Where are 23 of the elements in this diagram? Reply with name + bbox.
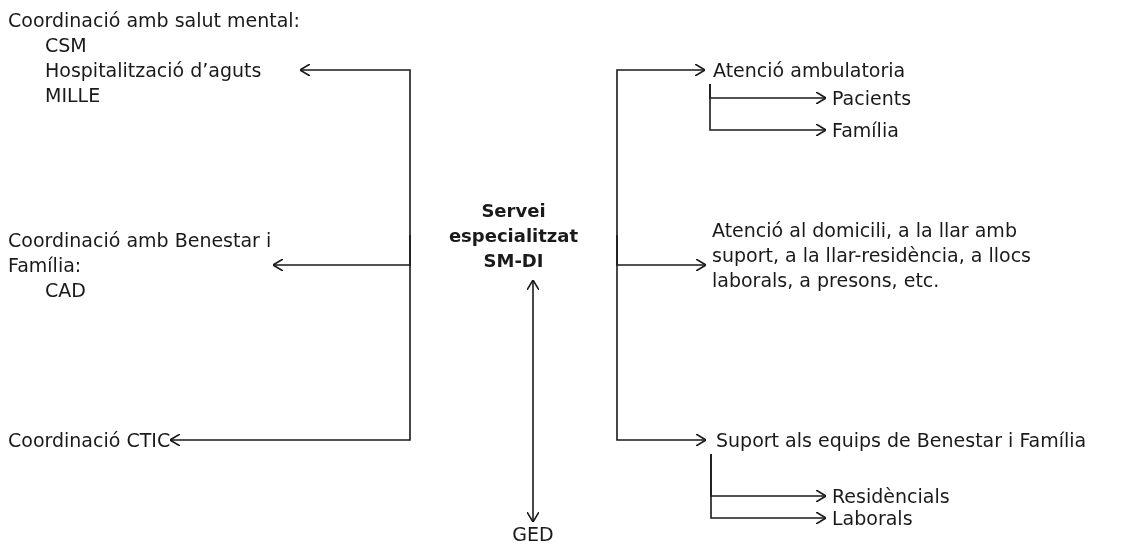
node-text: Servei especialitzat SM-DI — [447, 199, 580, 273]
arrow — [616, 63, 706, 236]
arrow — [710, 453, 827, 525]
node-text: Hospitalització d’aguts — [44, 58, 263, 83]
arrow — [169, 234, 411, 447]
node-text: Família — [832, 118, 900, 143]
node-text: MILLE — [44, 83, 102, 108]
node-text: Atenció al domicili, a la llar amb suport, a la llar-residència, a llocs laborals, a presons, etc. — [712, 218, 1032, 293]
node-text: Pacients — [832, 86, 913, 111]
node-text: CAD — [44, 278, 87, 303]
node-text: Coordinació CTIC — [8, 428, 171, 453]
node-text: Laborals — [832, 506, 914, 531]
arrow — [299, 63, 411, 236]
node-text: Suport als equips de Benestar i Família — [716, 428, 1088, 453]
node-text: GED — [511, 522, 555, 547]
node-text: Atenció ambulatoria — [713, 58, 907, 83]
arrow — [616, 234, 707, 447]
node-text: CSM — [44, 33, 88, 58]
node-text: Residèncials — [832, 484, 951, 509]
arrow — [709, 83, 827, 137]
arrow — [526, 279, 540, 523]
heading-text: Coordinació amb Benestar i Família: — [8, 228, 273, 278]
heading-text: Coordinació amb salut mental: — [8, 8, 301, 33]
